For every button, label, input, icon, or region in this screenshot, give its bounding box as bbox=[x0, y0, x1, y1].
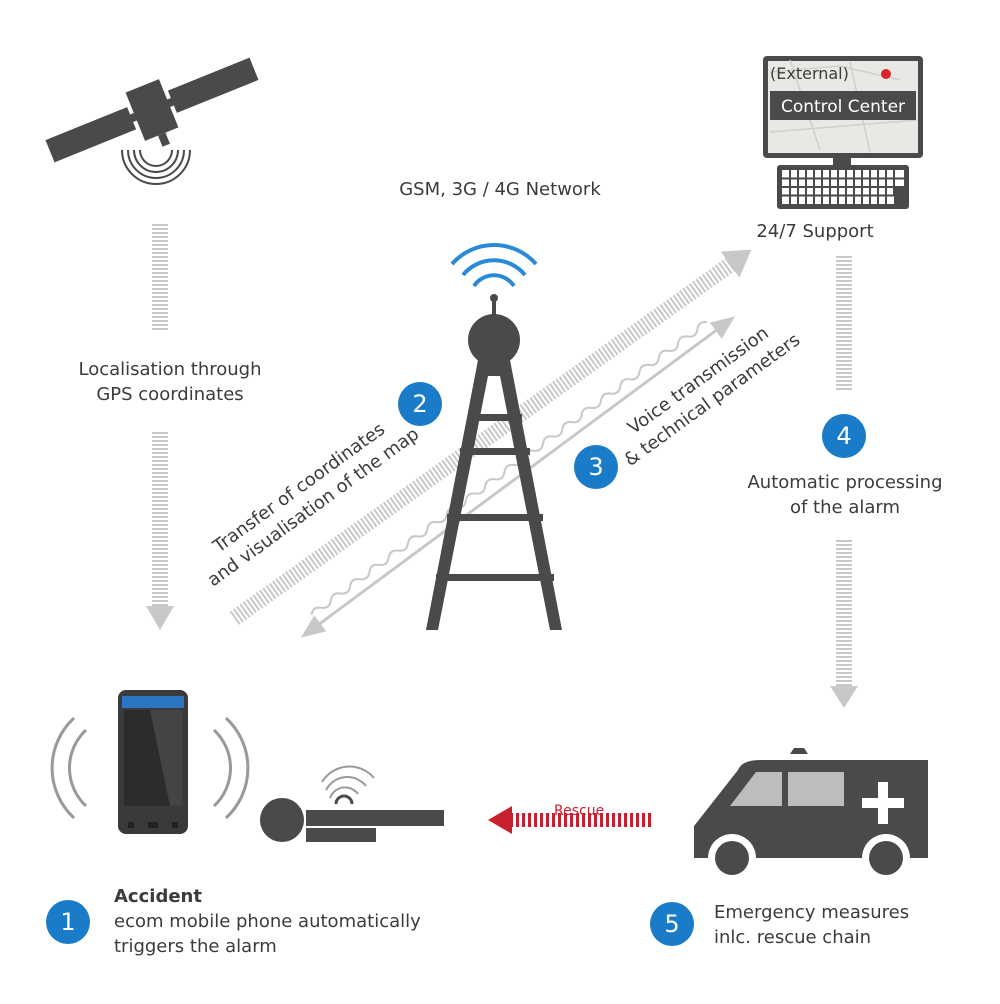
radio-tower-icon bbox=[426, 243, 562, 630]
step-3-badge: 3 bbox=[574, 445, 618, 489]
step-1-text: Accident ecom mobile phone automatically… bbox=[114, 884, 421, 959]
gps-label-line-1: Localisation through bbox=[78, 359, 262, 380]
step-2-badge: 2 bbox=[398, 382, 442, 426]
step-1-text-line-2: triggers the alarm bbox=[114, 936, 277, 957]
control-center-down-arrow bbox=[830, 256, 858, 708]
step-5-text-line-2: inlc. rescue chain bbox=[714, 927, 872, 948]
gps-arrow bbox=[146, 222, 174, 630]
fallen-person-icon bbox=[260, 765, 444, 842]
step-3-text-line-2: & technical parameters bbox=[621, 329, 805, 470]
control-center-external-label: (External) bbox=[770, 64, 849, 83]
voice-transmission-arrow bbox=[300, 316, 736, 638]
rescue-arrow bbox=[488, 806, 652, 834]
gps-label-line-2: GPS coordinates bbox=[96, 384, 244, 405]
step-4-text: Automatic processing of the alarm bbox=[720, 470, 970, 520]
rescue-label: Rescue bbox=[554, 803, 604, 819]
coordinates-transfer-arrow bbox=[228, 249, 752, 626]
network-label: GSM, 3G / 4G Network bbox=[399, 179, 601, 200]
step-5-badge: 5 bbox=[650, 902, 694, 946]
step-5-text: Emergency measures inlc. rescue chain bbox=[714, 900, 909, 950]
support-label: 24/7 Support bbox=[756, 221, 874, 242]
gps-label: Localisation through GPS coordinates bbox=[50, 357, 290, 407]
step-4-badge: 4 bbox=[822, 414, 866, 458]
step-1-badge: 1 bbox=[46, 900, 90, 944]
control-center-computer-icon bbox=[763, 56, 923, 209]
control-center-label: Control Center bbox=[781, 97, 905, 117]
step-5-text-line-1: Emergency measures bbox=[714, 902, 910, 923]
step-4-text-line-2: of the alarm bbox=[789, 497, 900, 518]
ambulance-icon bbox=[694, 748, 928, 882]
step-4-text-line-1: Automatic processing bbox=[747, 472, 943, 493]
mobile-phone-icon bbox=[50, 690, 250, 834]
step-1-title: Accident bbox=[114, 886, 202, 907]
satellite-icon bbox=[45, 57, 259, 185]
step-1-text-line-1: ecom mobile phone automatically bbox=[114, 911, 421, 932]
